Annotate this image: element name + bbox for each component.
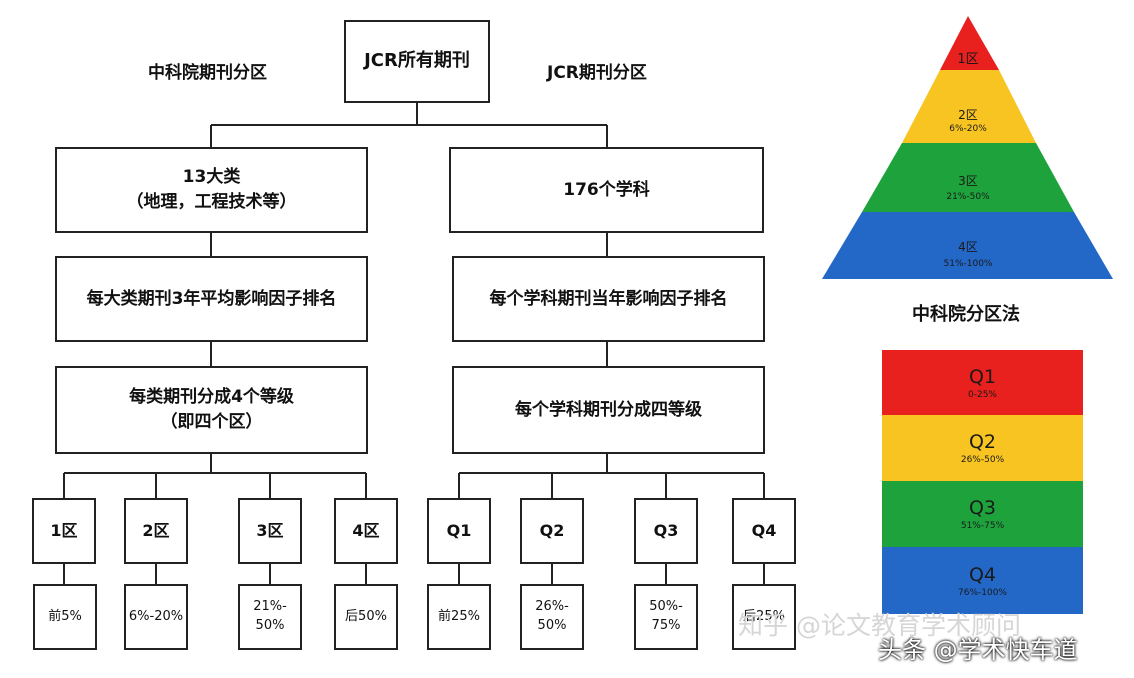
pyramid-label-3: 3区 xyxy=(958,174,978,188)
quartile-band-3-label: Q3 xyxy=(968,497,997,519)
quartile-band-2-label: Q2 xyxy=(968,431,997,453)
cas-range-3-text-2: 50% xyxy=(255,618,285,633)
jcr-quartile-4: Q4 xyxy=(732,498,796,564)
cas-range-2: 6%-20% xyxy=(124,584,188,650)
cas-range-3-text: 21%- xyxy=(253,599,287,615)
cas-range-1: 前5% xyxy=(33,584,97,650)
jcr-ranking-node: 每个学科期刊当年影响因子排名 xyxy=(452,256,765,342)
pyramid-range-2: 6%-20% xyxy=(949,124,987,134)
pyramid-range-3: 21%-50% xyxy=(946,192,990,202)
jcr-grade-text: 每个学科期刊分成四等级 xyxy=(515,399,702,420)
cas-zone-4-label: 4区 xyxy=(352,521,380,541)
jcr-quartile-2: Q2 xyxy=(520,498,584,564)
quartile-band-1-range: 0-25% xyxy=(968,389,997,400)
quartile-band-3: Q3 51%-75% xyxy=(882,481,1083,547)
jcr-range-2-text: 26%- xyxy=(535,599,569,615)
cas-zone-1: 1区 xyxy=(32,498,96,564)
cas-grade-node: 每类期刊分成4个等级 （即四个区） xyxy=(55,366,368,454)
jcr-range-1: 前25% xyxy=(427,584,491,650)
cas-categories-subtext: （地理，工程技术等） xyxy=(126,192,297,212)
quartile-band-4: Q4 76%-100% xyxy=(882,547,1083,614)
cas-range-4: 后50% xyxy=(334,584,398,650)
cas-categories-node: 13大类 （地理，工程技术等） xyxy=(55,147,368,233)
jcr-partition-label: JCR期刊分区 xyxy=(547,63,647,83)
cas-range-4-text: 后50% xyxy=(345,608,387,624)
cas-zone-2: 2区 xyxy=(124,498,188,564)
cas-range-2-text: 6%-20% xyxy=(128,608,184,624)
cas-grade-text: 每类期刊分成4个等级 xyxy=(129,387,294,408)
quartile-band-1-label: Q1 xyxy=(968,365,997,388)
quartile-band-4-range: 76%-100% xyxy=(958,587,1007,598)
jcr-grade-node: 每个学科期刊分成四等级 xyxy=(452,366,765,454)
cas-zone-3: 3区 xyxy=(238,498,302,564)
jcr-range-2: 26%- 50% xyxy=(520,584,584,650)
jcr-quartile-1: Q1 xyxy=(427,498,491,564)
jcr-range-2-text-2: 50% xyxy=(537,618,567,633)
jcr-subjects-text: 176个学科 xyxy=(563,179,650,200)
pyramid-range-4: 51%-100% xyxy=(943,259,993,269)
pyramid-label-2: 2区 xyxy=(958,108,978,122)
root-node-text: JCR所有期刊 xyxy=(364,50,470,72)
cas-categories-text: 13大类 xyxy=(182,167,241,188)
quartile-band-2: Q2 26%-50% xyxy=(882,415,1083,481)
jcr-quartile-4-label: Q4 xyxy=(751,521,777,541)
cas-partition-label: 中科院期刊分区 xyxy=(148,63,267,83)
jcr-range-3: 50%- 75% xyxy=(634,584,698,650)
jcr-range-3-text: 50%- xyxy=(649,599,683,615)
quartile-band-4-label: Q4 xyxy=(968,563,997,586)
jcr-ranking-text: 每个学科期刊当年影响因子排名 xyxy=(489,288,728,309)
jcr-range-3-text-2: 75% xyxy=(651,618,681,633)
pyramid-level-4 xyxy=(822,212,1113,279)
toutiao-watermark: 头条 @学术快车道 xyxy=(878,636,1078,664)
cas-grade-subtext: （即四个区） xyxy=(160,412,263,432)
quartile-band-1: Q1 0-25% xyxy=(882,350,1083,415)
quartile-band-2-range: 26%-50% xyxy=(960,455,1005,465)
cas-range-3: 21%- 50% xyxy=(238,584,302,650)
pyramid-title: 中科院分区法 xyxy=(912,304,1020,325)
cas-ranking-text: 每大类期刊3年平均影响因子排名 xyxy=(86,288,337,309)
quartile-band-3-range: 51%-75% xyxy=(960,521,1005,531)
cas-zone-1-label: 1区 xyxy=(50,521,78,541)
cas-zone-4: 4区 xyxy=(334,498,398,564)
pyramid-label-1: 1区 xyxy=(957,52,979,67)
pyramid-level-1 xyxy=(940,16,999,70)
jcr-quartile-2-label: Q2 xyxy=(539,521,565,541)
zhihu-watermark: 知乎 @论文教育学术顾问 xyxy=(738,611,1021,640)
cas-range-1-text: 前5% xyxy=(48,608,82,624)
pyramid-level-2 xyxy=(902,70,1036,143)
jcr-quartile-1-label: Q1 xyxy=(446,521,472,541)
jcr-quartile-3: Q3 xyxy=(634,498,698,564)
root-node: JCR所有期刊 xyxy=(344,20,490,103)
cas-zone-2-label: 2区 xyxy=(142,521,170,541)
cas-zone-3-label: 3区 xyxy=(256,521,284,541)
cas-ranking-node: 每大类期刊3年平均影响因子排名 xyxy=(55,256,368,342)
jcr-range-4-text: 后25% xyxy=(743,608,785,624)
jcr-range-4: 后25% xyxy=(732,584,796,650)
pyramid-label-4: 4区 xyxy=(958,240,978,254)
jcr-range-1-text: 前25% xyxy=(438,608,480,624)
pyramid-level-3 xyxy=(862,143,1074,212)
jcr-subjects-node: 176个学科 xyxy=(449,147,764,233)
jcr-quartile-3-label: Q3 xyxy=(653,521,679,541)
